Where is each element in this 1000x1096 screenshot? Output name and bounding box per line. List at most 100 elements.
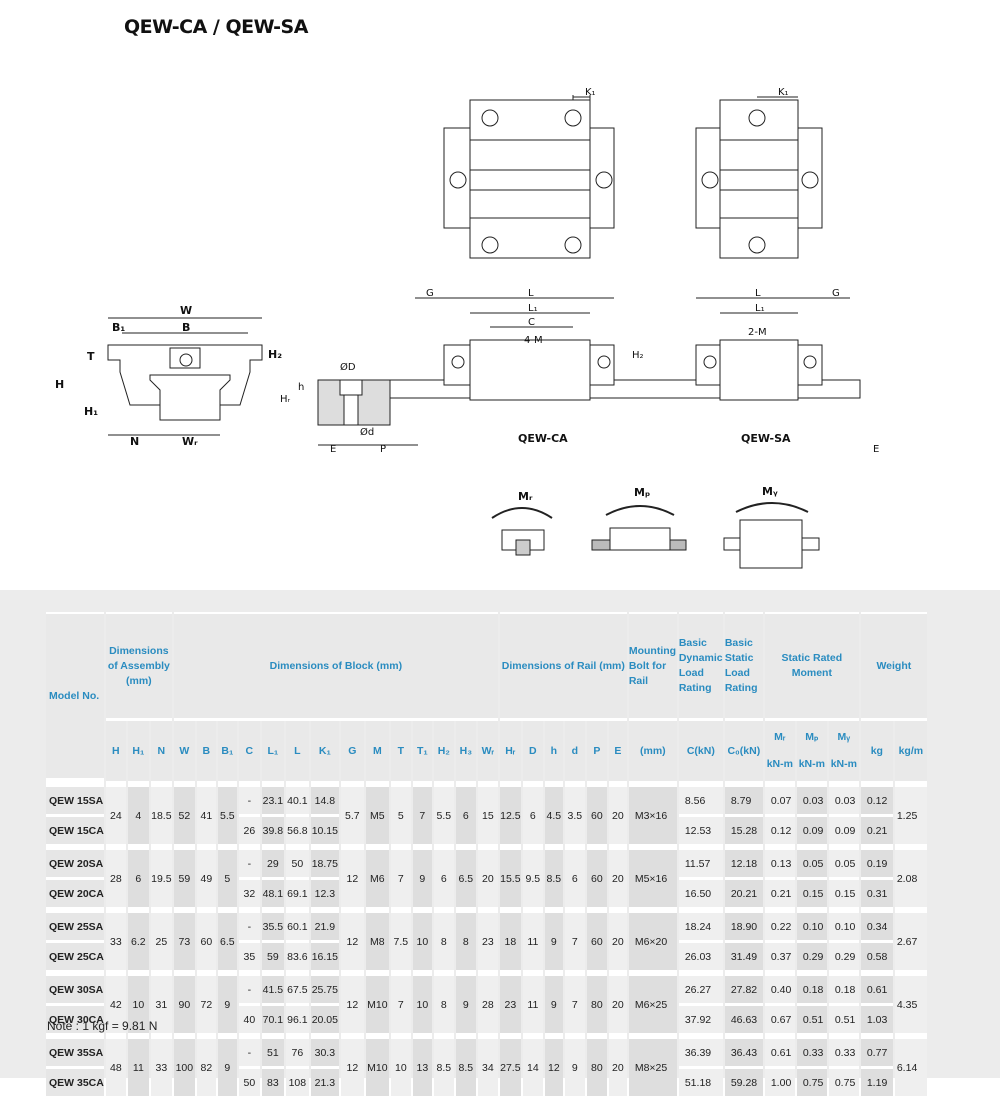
- cell-d: 6: [564, 844, 585, 907]
- cell-h2: 6: [433, 844, 454, 907]
- header-dynamic: Basic Dynamic Load Rating: [678, 612, 723, 721]
- column-header: Wᵣ: [477, 721, 498, 781]
- svg-text:G: G: [426, 288, 434, 299]
- cell-d: 11: [522, 970, 543, 1033]
- cell-block: 0.31: [860, 880, 893, 907]
- cell-mp: 0.29: [796, 943, 827, 970]
- cell-l: 50: [285, 844, 309, 880]
- moment-symbol: Mₚ: [805, 731, 819, 743]
- cell-h: 33: [105, 907, 126, 970]
- cell-h2: 5.5: [433, 781, 454, 844]
- cell-block: 1.03: [860, 1006, 893, 1033]
- moment-unit: kN-m: [830, 758, 857, 770]
- cell-l: 60.1: [285, 907, 309, 943]
- column-header: H₁: [127, 721, 149, 781]
- cell-b: 49: [196, 844, 216, 907]
- cell-l1: 59: [261, 943, 284, 970]
- model-cell: QEW 15CA: [46, 817, 104, 844]
- column-header: L: [285, 721, 309, 781]
- cell-c0: 20.21: [724, 880, 763, 907]
- cell-t1: 10: [412, 970, 432, 1033]
- top-view-sa: K₁: [695, 87, 823, 259]
- cell-b: 82: [196, 1033, 216, 1096]
- svg-text:E: E: [330, 444, 336, 455]
- cell-c0: 18.90: [724, 907, 763, 943]
- cell-mp: 0.18: [796, 970, 827, 1006]
- cell-b1: 6.5: [217, 907, 237, 970]
- cell-d: 9: [564, 1033, 585, 1096]
- cell-e: 20: [608, 781, 627, 844]
- cell-m: M10: [365, 1033, 389, 1096]
- cell-t1: 7: [412, 781, 432, 844]
- cell-c: 26: [238, 817, 260, 844]
- model-cell: QEW 20CA: [46, 880, 104, 907]
- cell-mp: 0.03: [796, 781, 827, 817]
- cell-e: 20: [608, 844, 627, 907]
- cell-n: 18.5: [150, 781, 172, 844]
- technical-drawing: K₁ K₁ W B B₁ T H₂ H H₁ N Wᵣ ØD h Hᵣ Ød E…: [55, 87, 879, 569]
- svg-text:H₁: H₁: [84, 405, 98, 418]
- svg-text:L: L: [528, 288, 534, 299]
- svg-text:W: W: [180, 304, 192, 317]
- column-header: P: [586, 721, 607, 781]
- cell-bolt: M6×25: [628, 970, 677, 1033]
- cell-k1: 21.3: [310, 1069, 339, 1096]
- cell-p: 80: [586, 1033, 607, 1096]
- cell-wr: 20: [477, 844, 498, 907]
- cell-hr: 18: [499, 907, 521, 970]
- cell-my: 0.33: [828, 1033, 859, 1069]
- cell-l1: 51: [261, 1033, 284, 1069]
- cell-n: 19.5: [150, 844, 172, 907]
- model-cell: QEW 35CA: [46, 1069, 104, 1096]
- cell-h3: 8: [455, 907, 476, 970]
- cell-e: 20: [608, 1033, 627, 1096]
- header-weight: Weight: [860, 612, 927, 721]
- column-header: T₁: [412, 721, 432, 781]
- cell-l: 108: [285, 1069, 309, 1096]
- cell-k1: 14.8: [310, 781, 339, 817]
- column-header-rail-unit: kg/m: [894, 721, 927, 781]
- cell-l: 40.1: [285, 781, 309, 817]
- cell-mr: 0.22: [764, 907, 795, 943]
- cell-mp: 0.09: [796, 817, 827, 844]
- my-label: Mᵧ: [762, 485, 778, 498]
- cell-g: 12: [340, 1033, 364, 1096]
- cell-l: 67.5: [285, 970, 309, 1006]
- cell-block: 0.12: [860, 781, 893, 817]
- cell-bolt: M5×16: [628, 844, 677, 907]
- cell-block: 0.77: [860, 1033, 893, 1069]
- column-header: K₁: [310, 721, 339, 781]
- cell-b: 60: [196, 907, 216, 970]
- column-header: H₂: [433, 721, 454, 781]
- k1-label-sa: K₁: [778, 87, 789, 98]
- cell-my: 0.51: [828, 1006, 859, 1033]
- cell-b: 72: [196, 970, 216, 1033]
- cell-g: 12: [340, 844, 364, 907]
- svg-text:2-M: 2-M: [748, 327, 767, 338]
- cell-hr: 23: [499, 970, 521, 1033]
- cell-mr: 1.00: [764, 1069, 795, 1096]
- column-header: L₁: [261, 721, 284, 781]
- cell-d: 3.5: [564, 781, 585, 844]
- note: Note : 1 kgf = 9.81 N: [47, 1019, 158, 1033]
- column-header: D: [522, 721, 543, 781]
- cell-hr: 15.5: [499, 844, 521, 907]
- cell-b1: 9: [217, 970, 237, 1033]
- cell-mr: 0.13: [764, 844, 795, 880]
- cell-t: 10: [390, 1033, 411, 1096]
- cell-h1: 10: [127, 970, 149, 1033]
- svg-text:N: N: [130, 435, 139, 448]
- cell-m: M10: [365, 970, 389, 1033]
- cell-mp: 0.33: [796, 1033, 827, 1069]
- cell-c0: 27.82: [724, 970, 763, 1006]
- spec-table: Model No. Dimensions of Assembly (mm) Di…: [44, 612, 929, 1096]
- column-header: H₃: [455, 721, 476, 781]
- column-header: h: [544, 721, 563, 781]
